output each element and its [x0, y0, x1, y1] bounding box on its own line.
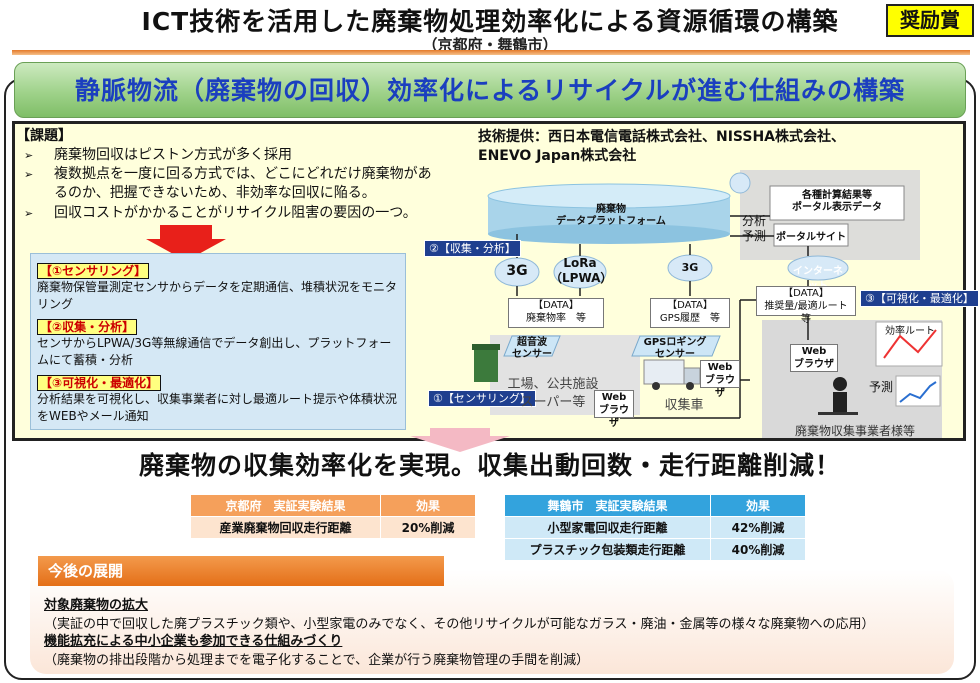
- table-row: 小型家電回収走行距離 42%削減: [504, 516, 806, 539]
- ultrasonic-sensor-label: 超音波 センサー: [512, 337, 552, 360]
- header-divider: [12, 50, 970, 55]
- table-row: 産業廃棄物回収走行距離 20%削減: [190, 516, 476, 539]
- maizuru-results-table: 舞鶴市 実証実験結果 効果 小型家電回収走行距離 42%削減 プラスチック包装類…: [504, 494, 806, 561]
- kyoto-results-table: 京都府 実証実験結果 効果 産業廃棄物回収走行距離 20%削減: [190, 494, 476, 539]
- portal-site-label: ポータルサイト: [776, 232, 846, 243]
- operator-label: 廃棄物収集事業者様等: [794, 424, 915, 438]
- ultrasonic-sensor-icon: [503, 335, 561, 357]
- data-box-gps: 【DATA】 GPS履歴 等: [650, 298, 730, 328]
- future-plans-title: 今後の展開: [38, 556, 444, 586]
- issue-item: ➢ 複数拠点を一度に回る方式では、どこにどれだけ廃棄物があるのか、把握できないた…: [24, 166, 432, 201]
- truck-icon: [643, 359, 701, 390]
- award-badge: 奨励賞: [886, 4, 974, 37]
- network-lpwa-label: LoRa （LPWA）: [550, 256, 613, 285]
- future-item: 機能拡充による中小企業も参加できる仕組みづくり （廃棄物の排出段階から処理までを…: [44, 634, 590, 668]
- step-collect: 【②収集・分析】 センサからLPWA/3G等無線通信でデータ創出し、プラットフォ…: [37, 319, 392, 367]
- table-header-row: 京都府 実証実験結果 効果: [190, 494, 476, 517]
- arrow-bullet-icon: ➢: [24, 207, 34, 220]
- step-visualize: 【③可視化・最適化】 分析結果を可視化し、収集事業者に対し最適ルート提示や体積状…: [37, 375, 398, 423]
- tag-visualize: ③【可視化・最適化】: [860, 290, 979, 307]
- page-subtitle: （京都府・舞鶴市）: [422, 36, 558, 54]
- down-arrow-icon: [146, 225, 226, 261]
- forecast-label: 予測: [868, 380, 893, 394]
- issues-title: 【課題】: [16, 128, 72, 144]
- steps-box: 【①センサリング】 廃棄物保管量測定センサからデータを定期通信、堆積状況をモニタ…: [30, 253, 406, 430]
- office-worker-icon: [818, 377, 858, 415]
- technology-provider: 技術提供：西日本電信電話株式会社、NISSHA株式会社、 ENEVO Japan…: [478, 129, 846, 164]
- result-headline: 廃棄物の収集効率化を実現。収集出動回数・走行距離削減！: [138, 451, 841, 480]
- page-title: ICT技術を活用した廃棄物処理効率化による資源循環の構築: [141, 7, 839, 36]
- web-browser-truck: Web ブラウザ: [700, 360, 740, 399]
- network-3g-label: 3G: [681, 261, 699, 274]
- issue-item: ➢ 回収コストがかかることがリサイクル阻害の要因の一つ。: [24, 205, 417, 221]
- trash-bin-icon: [472, 344, 500, 382]
- network-3g-label: 3G: [506, 263, 528, 279]
- tag-sensing: ①【センサリング】: [428, 390, 536, 407]
- data-box-fill-rate: 【DATA】 廃棄物率 等: [508, 298, 604, 328]
- data-box-route: 【DATA】 推奨量/最適ルート 等: [756, 286, 856, 325]
- portal-site-box: [773, 223, 849, 247]
- tag-collect-analyze: ②【収集・分析】: [424, 240, 521, 257]
- web-browser-operator: Web ブラウザ: [790, 344, 838, 372]
- route-label: 効率ルート: [885, 326, 935, 337]
- table-header-row: 舞鶴市 実証実験結果 効果: [504, 494, 806, 517]
- arrow-bullet-icon: ➢: [24, 168, 34, 181]
- step-sensing: 【①センサリング】 廃棄物保管量測定センサからデータを定期通信、堆積状況をモニタ…: [37, 263, 398, 311]
- portal-data-label: 各種計算結果等 ポータル表示データ: [792, 190, 882, 213]
- forecast-chart-icon: [895, 375, 941, 407]
- facility-label: 工場、公共施設 スーパー等: [507, 377, 599, 410]
- gps-sensor-icon: [631, 335, 721, 357]
- down-arrow-icon: [410, 428, 510, 452]
- issue-item: ➢ 廃棄物回収はピストン方式が多く採用: [24, 147, 292, 163]
- portal-data-box: [769, 185, 905, 221]
- database-icon: [487, 183, 731, 244]
- theme-banner: 静脈物流（廃棄物の回収）効率化によるリサイクルが進む仕組みの構築: [14, 62, 966, 118]
- future-plans-box: [30, 570, 954, 674]
- analysis-label: 分析 予測: [741, 214, 766, 243]
- table-row: プラスチック包装類走行距離 40%削減: [504, 538, 806, 561]
- future-item: 対象廃棄物の拡大 （実証の中で回収した廃プラスチック類や、小型家電のみでなく、そ…: [44, 598, 875, 632]
- gps-sensor-label: GPSロギング センサー: [643, 337, 707, 360]
- arrow-bullet-icon: ➢: [24, 149, 34, 162]
- truck-label: 収集車: [664, 398, 704, 413]
- web-browser-facility: Web ブラウザ: [594, 390, 634, 429]
- platform-label: 廃棄物 データプラットフォーム: [556, 204, 666, 227]
